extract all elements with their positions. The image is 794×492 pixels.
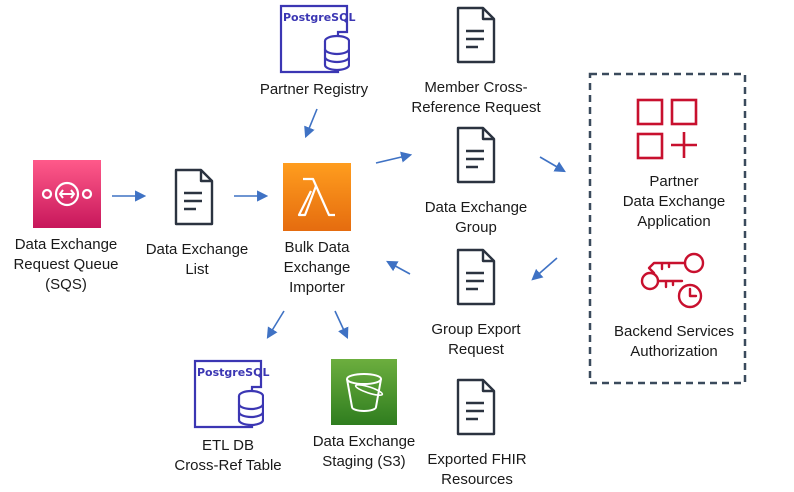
postgresql-icon-text: PostgreSQL (197, 366, 270, 379)
postgresql-icon-text: PostgreSQL (283, 11, 356, 24)
partner-app-label: Partner Data Exchange Application (622, 173, 726, 230)
sqs-icon (33, 160, 101, 228)
de-group-label: Data Exchange Group (424, 199, 528, 236)
member-xref-label: Member Cross- Reference Request (411, 79, 541, 116)
arrow-importer-to-group (375, 151, 413, 164)
postgresql-icon: PostgreSQL (192, 358, 269, 430)
document-icon (456, 248, 496, 306)
application-grid-icon (636, 98, 698, 160)
arrow-group-to-app (539, 156, 566, 173)
document-icon (456, 6, 496, 64)
arrow-export-to-importer (386, 260, 411, 275)
backend-auth-label: Backend Services Authorization (613, 323, 735, 360)
group-export-label: Group Export Request (431, 321, 521, 358)
partner-registry-label: Partner Registry (259, 81, 369, 98)
sqs-label: Data Exchange Request Queue (SQS) (13, 236, 119, 293)
arrow-app-to-export (531, 257, 558, 281)
partner-systems-group-box (588, 72, 747, 385)
document-icon (456, 126, 496, 184)
postgresql-icon: PostgreSQL (278, 3, 355, 75)
etl-db-label: ETL DB Cross-Ref Table (174, 437, 282, 474)
s3-bucket-icon (331, 359, 397, 425)
arrow-importer-to-staging (334, 310, 349, 340)
arrow-importer-to-etl (266, 310, 285, 339)
lambda-icon (283, 163, 351, 231)
fhir-label: Exported FHIR Resources (427, 451, 527, 488)
arrow-registry-to-importer (304, 108, 318, 139)
staging-label: Data Exchange Staging (S3) (312, 433, 416, 470)
document-icon (456, 378, 496, 436)
de-list-label: Data Exchange List (145, 241, 249, 278)
keys-icon (636, 250, 708, 312)
document-icon (174, 168, 214, 226)
importer-label: Bulk Data Exchange Importer (283, 239, 351, 296)
